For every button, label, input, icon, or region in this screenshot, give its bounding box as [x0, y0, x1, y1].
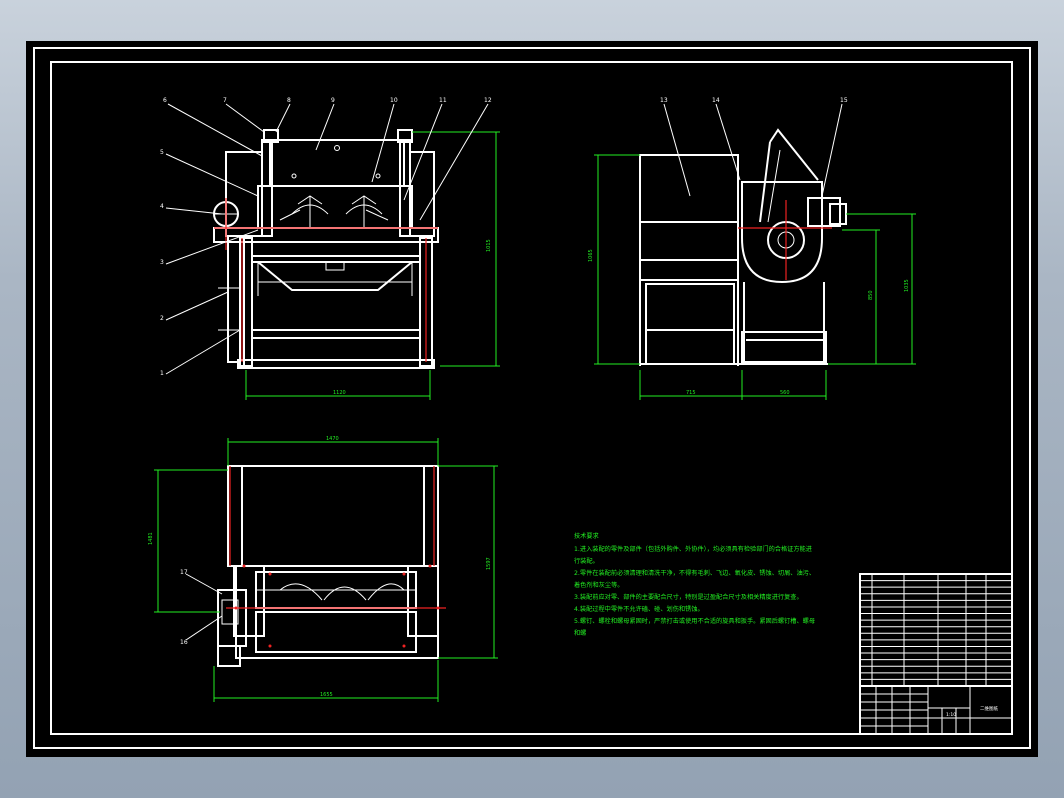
svg-text:5: 5 — [160, 149, 164, 156]
svg-text:1065: 1065 — [588, 249, 594, 262]
svg-text:行装配。: 行装配。 — [574, 557, 599, 565]
svg-text:着色剂和灰尘等。: 着色剂和灰尘等。 — [574, 581, 624, 589]
svg-text:1035: 1035 — [904, 279, 910, 292]
svg-text:1.进入装配的零件及部件（包括外购件、外协件），均必须具有检: 1.进入装配的零件及部件（包括外购件、外协件），均必须具有检验部门的合格证方能进 — [574, 545, 812, 553]
svg-text:1120: 1120 — [333, 390, 346, 396]
technical-notes: 技术要求 1.进入装配的零件及部件（包括外购件、外协件），均必须具有检验部门的合… — [574, 532, 815, 637]
drawing-name: 二维图纸 — [980, 705, 998, 712]
notes-title: 技术要求 — [574, 532, 599, 540]
svg-text:850: 850 — [868, 290, 874, 300]
svg-text:8: 8 — [287, 97, 291, 104]
svg-text:1015: 1015 — [486, 239, 492, 252]
svg-text:1481: 1481 — [148, 532, 154, 545]
svg-text:13: 13 — [660, 97, 668, 104]
svg-text:17: 17 — [180, 569, 188, 576]
inner-border — [50, 61, 1013, 735]
svg-text:1597: 1597 — [486, 557, 492, 570]
svg-text:1655: 1655 — [320, 692, 333, 698]
svg-text:715: 715 — [686, 390, 696, 396]
title-block: 二维图纸 1:10 — [859, 573, 1013, 735]
drawing-scale: 1:10 — [946, 712, 956, 718]
outer-border — [33, 47, 1031, 749]
svg-text:3.装配前应对零、部件的主要配合尺寸，特别是过盈配合尺寸及相: 3.装配前应对零、部件的主要配合尺寸，特别是过盈配合尺寸及相关精度进行复查。 — [574, 593, 803, 601]
svg-text:6: 6 — [163, 97, 167, 104]
svg-text:16: 16 — [180, 639, 188, 646]
svg-text:2: 2 — [160, 315, 164, 322]
svg-text:11: 11 — [439, 97, 447, 104]
svg-text:15: 15 — [840, 97, 848, 104]
svg-text:2.零件在装配前必须清理和清洗干净，不得有毛刺、飞边、氧化皮: 2.零件在装配前必须清理和清洗干净，不得有毛刺、飞边、氧化皮、锈蚀、切屑、油污、 — [574, 569, 815, 577]
svg-text:10: 10 — [390, 97, 398, 104]
svg-text:4: 4 — [160, 203, 164, 210]
svg-text:1470: 1470 — [326, 436, 339, 442]
svg-text:5.螺钉、螺栓和螺母紧固时，严禁打击或使用不合适的旋具和扳手: 5.螺钉、螺栓和螺母紧固时，严禁打击或使用不合适的旋具和扳手。紧固后螺钉槽、螺母 — [574, 617, 815, 625]
svg-text:560: 560 — [780, 390, 790, 396]
svg-text:14: 14 — [712, 97, 720, 104]
svg-text:4.装配过程中零件不允许磕、碰、划伤和锈蚀。: 4.装配过程中零件不允许磕、碰、划伤和锈蚀。 — [574, 605, 704, 613]
front-view: 1120 1015 6 7 8 9 10 11 12 5 — [160, 97, 500, 400]
svg-text:和螺: 和螺 — [574, 629, 586, 637]
svg-text:9: 9 — [331, 97, 335, 104]
svg-text:12: 12 — [484, 97, 492, 104]
svg-text:1: 1 — [160, 370, 164, 377]
sheet-background — [26, 41, 1038, 757]
svg-text:3: 3 — [160, 259, 164, 266]
svg-text:7: 7 — [223, 97, 227, 104]
side-view: 1065 715 560 850 1035 13 14 15 — [588, 97, 916, 400]
top-view: 1470 1655 1481 1597 17 16 — [148, 436, 498, 702]
